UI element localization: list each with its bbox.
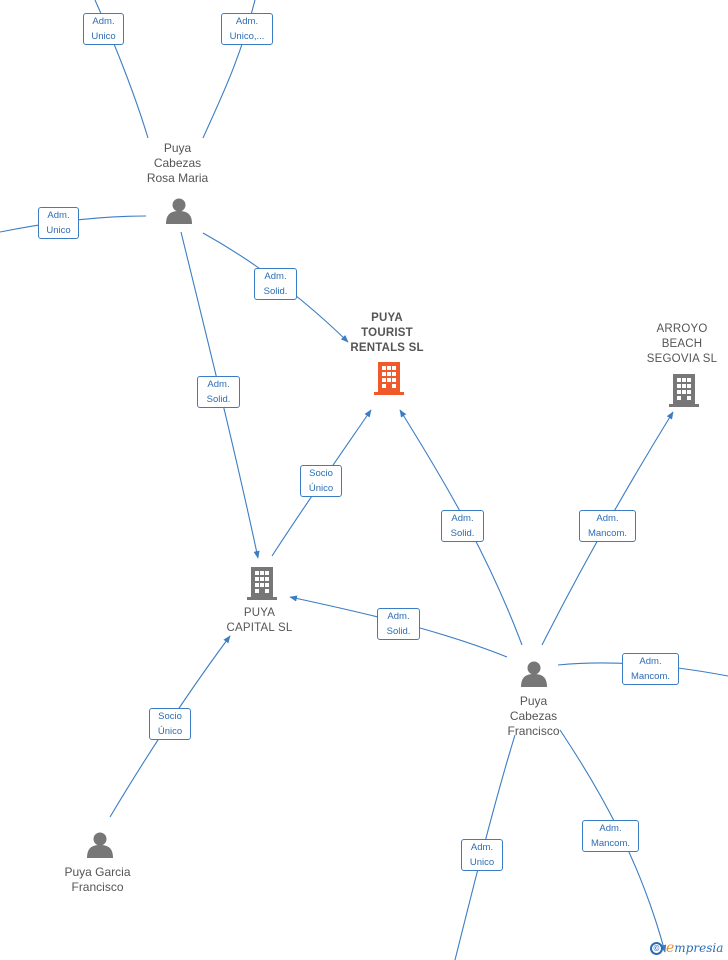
company-label-capital[interactable]: PUYA CAPITAL SL: [226, 607, 293, 634]
company-label-arroyo[interactable]: ARROYO BEACH SEGOVIA SL: [646, 323, 718, 365]
edge-label-fran-bottom-left[interactable]: Adm.Unico: [461, 839, 503, 871]
copyright-icon: ©: [650, 941, 663, 955]
edge-label-rosa-left[interactable]: Adm.Unico: [38, 207, 79, 239]
edge-label-fran-tourist[interactable]: Adm.Solid.: [441, 510, 484, 542]
person-icon: [166, 198, 192, 224]
building-icon: [669, 374, 699, 407]
edge-label-top-left[interactable]: Adm.Unico: [83, 13, 124, 45]
brand-name: empresia: [666, 940, 724, 956]
person-label-rosa[interactable]: Puya Cabezas Rosa Maria: [146, 141, 209, 185]
person-icon: [521, 661, 547, 687]
edge-label-fran-right[interactable]: Adm.Mancom.: [622, 653, 679, 685]
edge-label-fran-bottom-right[interactable]: Adm.Mancom.: [582, 820, 639, 852]
person-icon: [87, 832, 113, 858]
building-icon: [247, 567, 277, 600]
edge-label-rosa-capital[interactable]: Adm.Solid.: [197, 376, 240, 408]
edge-label-rosa-tourist[interactable]: Adm.Solid.: [254, 268, 297, 300]
person-label-francisco[interactable]: Puya Cabezas Francisco: [507, 694, 560, 738]
empresia-watermark[interactable]: © empresia: [650, 938, 723, 958]
company-label-tourist[interactable]: PUYA TOURIST RENTALS SL: [350, 312, 424, 354]
edge-label-fran-arroyo[interactable]: Adm.Mancom.: [579, 510, 636, 542]
edge-label-top-right[interactable]: Adm.Unico,...: [221, 13, 273, 45]
person-label-garcia[interactable]: Puya Garcia Francisco: [64, 865, 131, 894]
edge-label-fran-capital[interactable]: Adm.Solid.: [377, 608, 420, 640]
building-icon-highlight: [374, 362, 404, 395]
